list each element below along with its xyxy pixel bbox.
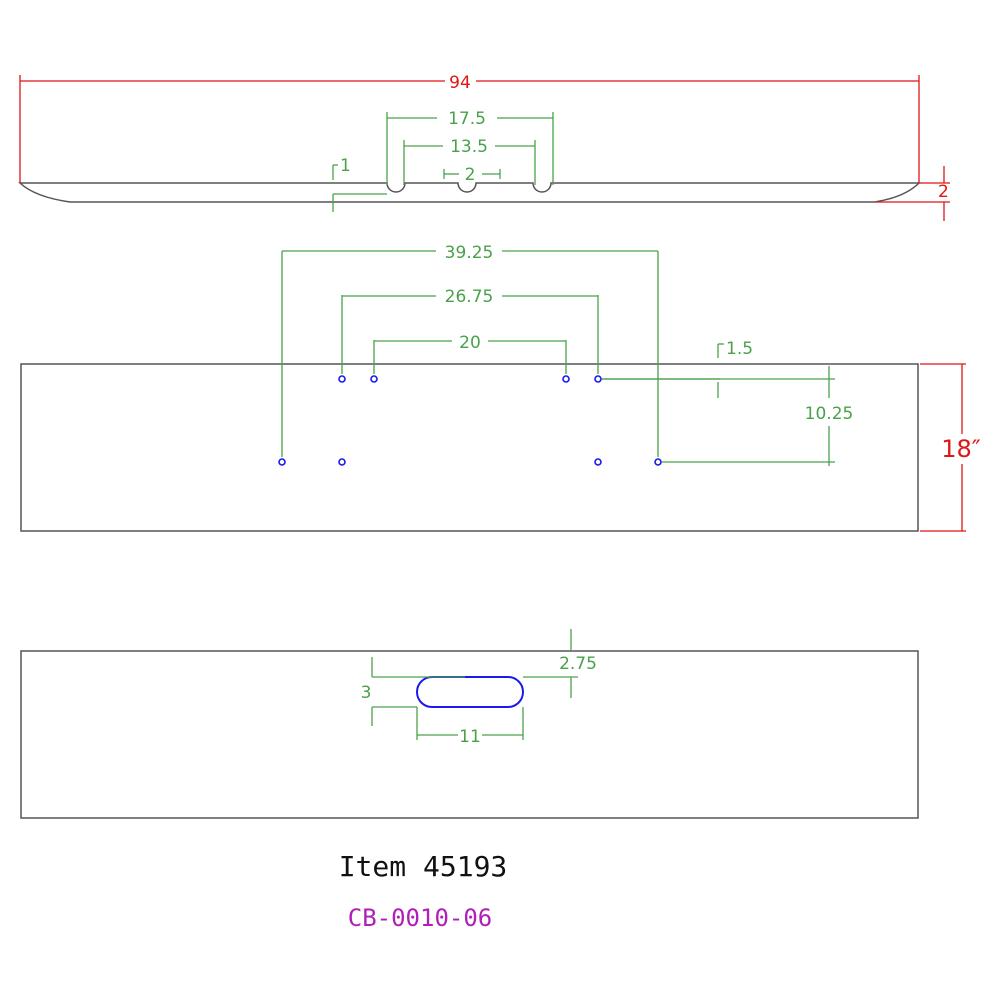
hole [654, 458, 662, 466]
dim-overall-length: 94 [19, 73, 920, 183]
dim-notch-depth-label: 1 [340, 156, 351, 176]
dim-hole-outer-spacing-label: 39.25 [445, 243, 494, 263]
dim-flange-height-label: 2 [938, 182, 949, 202]
dim-hole-mid-spacing-label: 26.75 [445, 287, 494, 307]
bottom-face-panel [20, 650, 919, 819]
dim-slot-height-label: 3 [361, 683, 372, 703]
profile-outline [18, 182, 921, 203]
dim-slot-height: 3 [361, 657, 465, 726]
access-slot [416, 676, 524, 708]
hole [370, 375, 378, 383]
dim-slot-length: 11 [416, 707, 524, 747]
dim-face-height-label: 18″ [941, 435, 981, 463]
hole [278, 458, 286, 466]
dim-hole-inner-spacing: 20 [373, 333, 567, 374]
dim-hole-row-spacing: 10.25 [602, 366, 853, 466]
dim-slot-width-label: 2 [465, 165, 476, 185]
dim-slot-outer-spacing: 17.5 [386, 109, 554, 185]
front-face-panel [20, 363, 919, 532]
dim-slot-length-label: 11 [459, 727, 481, 747]
top-profile-view [18, 182, 921, 203]
hole [338, 458, 346, 466]
dim-slot-width: 2 [443, 165, 501, 185]
dim-hole-mid-spacing: 26.75 [341, 287, 599, 374]
hole [338, 375, 346, 383]
dim-hole-top-offset: 1.5 [602, 339, 753, 398]
dim-overall-length-label: 94 [449, 73, 471, 93]
dim-hole-top-offset-label: 1.5 [726, 339, 753, 359]
hole [562, 375, 570, 383]
dim-slot-outer-spacing-label: 17.5 [448, 109, 486, 129]
dim-notch-depth: 1 [332, 156, 387, 212]
hole [594, 375, 602, 383]
dim-hole-outer-spacing: 39.25 [281, 243, 659, 457]
dim-slot-top-offset: 2.75 [523, 629, 597, 698]
mounting-holes [278, 375, 662, 466]
dim-face-height: 18″ [920, 363, 981, 532]
part-number: CB-0010-06 [348, 904, 493, 932]
dim-flange-height: 2 [876, 166, 950, 221]
dim-slot-top-offset-label: 2.75 [559, 654, 597, 674]
dim-hole-row-spacing-label: 10.25 [805, 404, 854, 424]
dim-slot-inner-spacing-label: 13.5 [450, 137, 488, 157]
item-number: Item 45193 [339, 850, 508, 883]
dim-hole-inner-spacing-label: 20 [459, 333, 481, 353]
dim-slot-inner-spacing: 13.5 [403, 137, 536, 185]
hole [594, 458, 602, 466]
